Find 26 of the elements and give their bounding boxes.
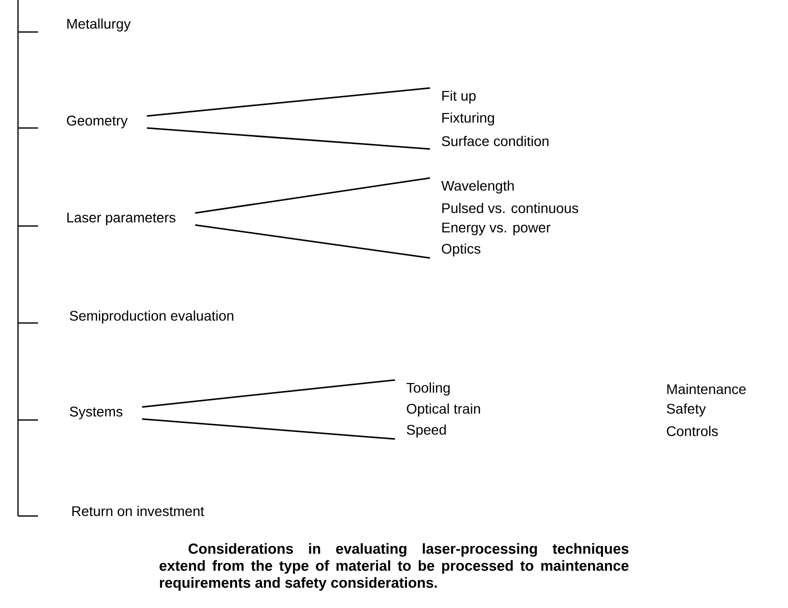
- item-label: Laser parameters: [67, 212, 176, 226]
- fan-line: [142, 418, 396, 440]
- item-label: Geometry: [66, 116, 128, 128]
- fan-line: [146, 127, 430, 150]
- item-label: Surface condition: [442, 136, 548, 146]
- item-label: Metallurgy: [67, 18, 131, 32]
- item-label: Speed: [406, 424, 446, 438]
- item-label: Safety: [666, 403, 706, 416]
- item-label: Systems: [70, 406, 122, 420]
- fan-line: [142, 379, 396, 408]
- item-label: Fixturing: [442, 112, 494, 126]
- fan-line: [195, 224, 430, 259]
- item-label: Energy vs. power: [442, 222, 550, 236]
- item-label: Return on investment: [72, 506, 204, 516]
- item-label: Maintenance: [667, 384, 746, 394]
- item-label: Wavelength: [441, 180, 514, 194]
- fan-line: [195, 177, 430, 214]
- item-label: Controls: [666, 426, 718, 436]
- item-label: Fit up: [442, 90, 476, 104]
- item-label: Optical train: [406, 403, 480, 416]
- item-label: Tooling: [406, 382, 450, 396]
- item-label: Pulsed vs. continuous: [442, 202, 578, 214]
- fan-line: [146, 87, 430, 117]
- item-label: Optics: [442, 243, 480, 256]
- item-label: Semiproduction evaluation: [70, 310, 234, 324]
- caption: Considerations in evaluating laser-processing techniques extend from the type of material to be processed to maintenance requirements and safety considerations.: [160, 543, 628, 591]
